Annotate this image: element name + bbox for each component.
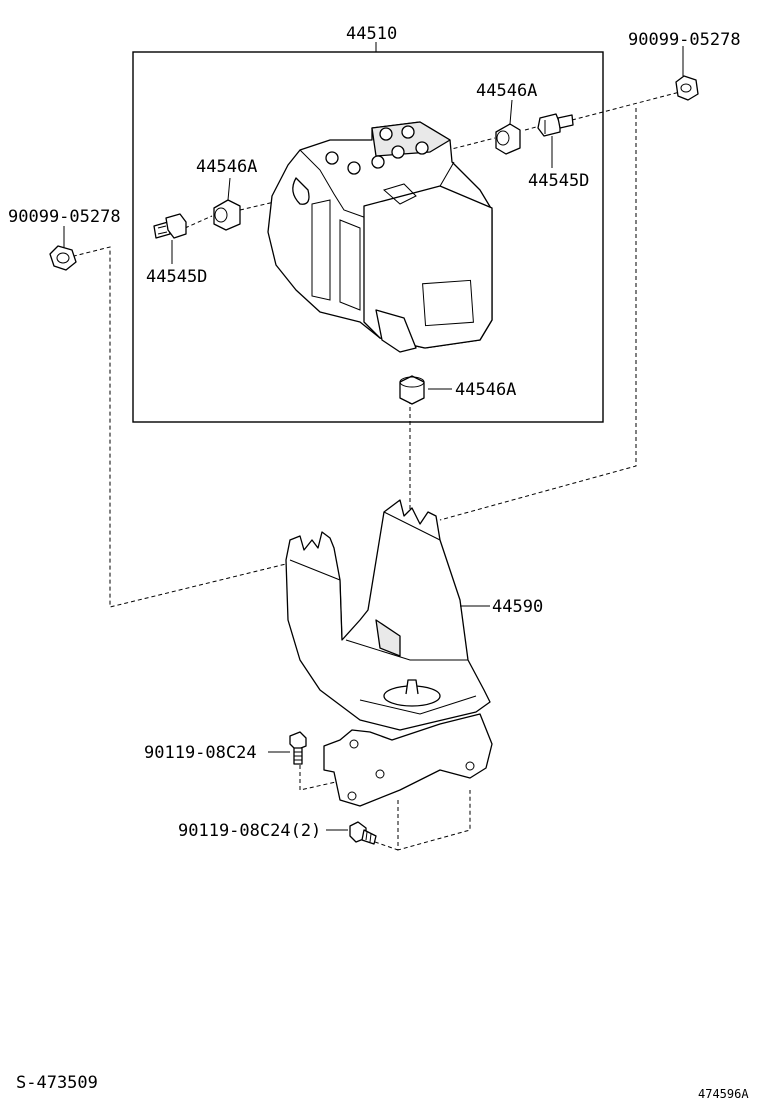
bolt-bracket-lower	[349, 821, 377, 845]
label-bolt-right: 44545D	[528, 171, 589, 191]
sheet-ref: S-473509	[16, 1073, 98, 1093]
nut-right	[675, 75, 699, 101]
label-cushion-left: 44546A	[196, 157, 257, 177]
bolt-right	[537, 113, 574, 137]
bolt-left	[153, 213, 187, 239]
label-bracket: 44590	[492, 597, 543, 617]
bolt-bracket-upper	[289, 731, 307, 765]
label-bolt-bracket-qty: 90119-08C24(2)	[178, 821, 321, 841]
label-44510: 44510	[346, 24, 397, 44]
bracket	[285, 499, 493, 807]
leader-lines	[63, 46, 684, 831]
nut-left	[49, 245, 77, 271]
label-nut-left: 90099-05278	[8, 207, 121, 227]
label-bolt-bracket: 90119-08C24	[144, 743, 257, 763]
label-nut-right: 90099-05278	[628, 30, 741, 50]
cushion-left	[213, 199, 241, 231]
label-bolt-left: 44545D	[146, 267, 207, 287]
assembly-box	[132, 51, 604, 423]
abs-actuator	[267, 121, 493, 353]
cushion-bottom	[399, 375, 425, 405]
label-cushion-bottom: 44546A	[455, 380, 516, 400]
illustration-ref: 474596A	[698, 1087, 749, 1101]
label-cushion-top-right: 44546A	[476, 81, 537, 101]
cushion-top-right	[495, 123, 521, 155]
